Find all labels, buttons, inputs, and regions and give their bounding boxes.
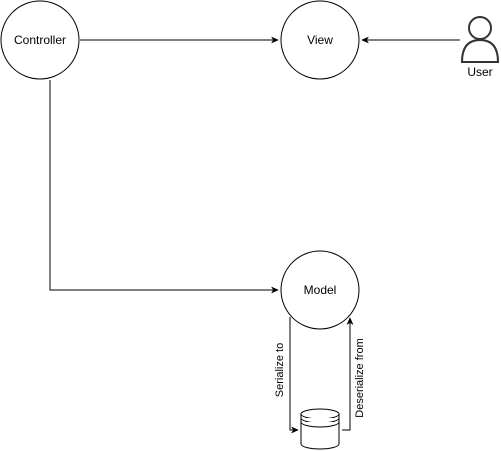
node-user: User <box>460 16 500 79</box>
node-controller-shape <box>0 0 80 80</box>
user-icon <box>460 16 500 63</box>
node-model-label: Model <box>304 283 337 297</box>
node-model-shape <box>280 250 360 330</box>
database-icon <box>300 408 340 450</box>
edge-label-deserialize: Deserialize from <box>354 338 366 417</box>
node-controller-label: Controller <box>14 33 66 47</box>
edge-model-to-storage <box>289 317 298 430</box>
node-view: View <box>280 0 360 80</box>
node-storage <box>300 408 340 450</box>
edge-storage-to-model <box>342 318 350 431</box>
node-model: Model <box>280 250 360 330</box>
edge-controller-to-model <box>49 80 278 290</box>
node-view-label: View <box>307 33 333 47</box>
node-view-shape <box>280 0 360 80</box>
edge-label-serialize: Serialize to <box>274 343 286 397</box>
node-user-label: User <box>467 65 492 79</box>
node-controller: Controller <box>0 0 80 80</box>
